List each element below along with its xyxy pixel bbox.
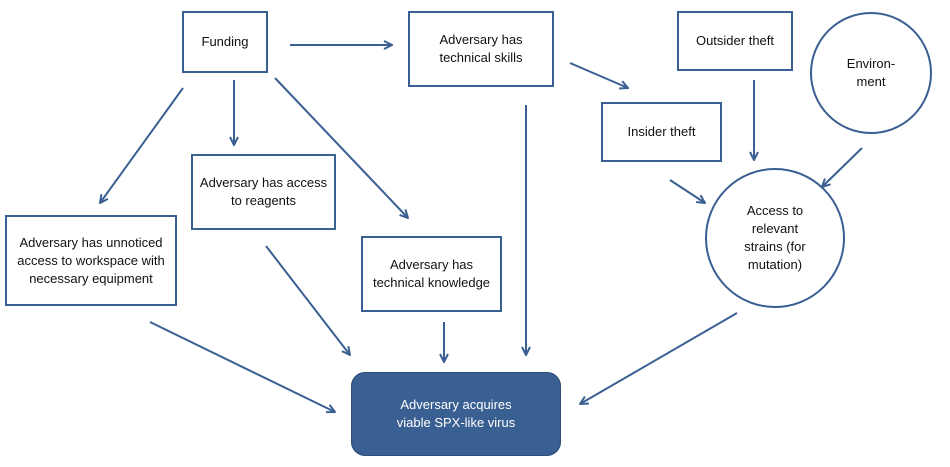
node-label: Access to relevant strains (for mutation… (744, 203, 806, 272)
node-label: Adversary has technical skills (439, 32, 523, 65)
node-environment: Environ- ment (810, 12, 932, 134)
node-reagents: Adversary has access to reagents (191, 154, 336, 230)
node-outcome: Adversary acquires viable SPX-like virus (351, 372, 561, 456)
edge-reagents-to-outcome (265, 245, 350, 355)
node-technical-skills: Adversary has technical skills (408, 11, 554, 87)
node-label: Funding (201, 34, 249, 49)
node-label: Environ- ment (846, 56, 896, 89)
node-insider-theft: Insider theft (601, 102, 722, 162)
node-funding: Funding (182, 11, 268, 73)
edge-funding-to-workspace (100, 87, 184, 203)
node-label: Adversary has technical knowledge (372, 257, 491, 290)
node-technical-knowledge: Adversary has technical knowledge (361, 236, 502, 312)
node-workspace: Adversary has unnoticed access to worksp… (5, 215, 177, 306)
edge-funding-to-tech-knowledge (274, 77, 408, 218)
edge-strains-to-outcome (580, 312, 738, 404)
node-label: Adversary has access to reagents (199, 175, 328, 208)
node-relevant-strains: Access to relevant strains (for mutation… (705, 168, 845, 308)
node-label: Outsider theft (695, 33, 775, 48)
node-label: Adversary acquires viable SPX-like virus (396, 397, 516, 430)
node-label: Insider theft (627, 124, 696, 139)
edge-tech-skills-to-insider-theft (569, 62, 628, 88)
node-label: Adversary has unnoticed access to worksp… (17, 234, 165, 286)
edge-workspace-to-outcome (149, 321, 335, 412)
edge-environment-to-strains (822, 147, 863, 187)
node-outsider-theft: Outsider theft (677, 11, 793, 71)
edge-insider-theft-to-strains (669, 179, 705, 203)
